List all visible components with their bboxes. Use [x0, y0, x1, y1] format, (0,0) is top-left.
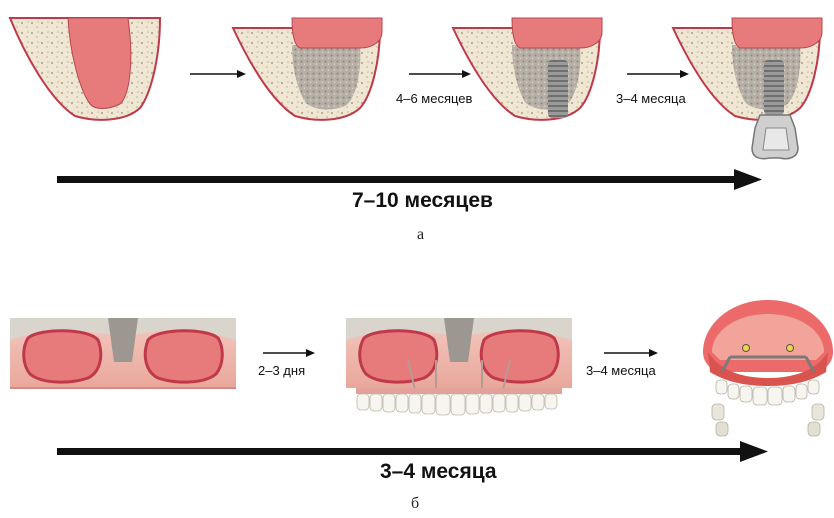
step-label-b-1: 2–3 дня	[258, 363, 305, 378]
step-label-a-2: 3–4 месяца	[616, 91, 686, 106]
caption-a: а	[417, 226, 424, 244]
timeline-arrow-a	[57, 169, 762, 190]
arrow-a-2	[409, 70, 471, 78]
caption-b: б	[411, 495, 419, 513]
arrow-a-3	[627, 70, 689, 78]
socket-panel-4	[673, 18, 822, 159]
socket-panel-2	[233, 18, 382, 120]
arrow-b-2	[604, 349, 658, 357]
arrow-b-1	[263, 349, 315, 357]
maxilla-panel-1	[10, 318, 236, 388]
total-label-b: 3–4 месяца	[380, 460, 497, 484]
step-label-b-2: 3–4 месяца	[586, 363, 656, 378]
arrow-a-1	[190, 70, 246, 78]
denture-panel-3	[703, 300, 833, 436]
total-label-a: 7–10 месяцев	[352, 189, 493, 213]
step-label-a-1: 4–6 месяцев	[396, 91, 472, 106]
socket-panel-1	[10, 18, 160, 120]
socket-panel-3	[453, 18, 602, 120]
timeline-arrow-b	[57, 441, 768, 462]
maxilla-panel-2	[346, 318, 572, 415]
